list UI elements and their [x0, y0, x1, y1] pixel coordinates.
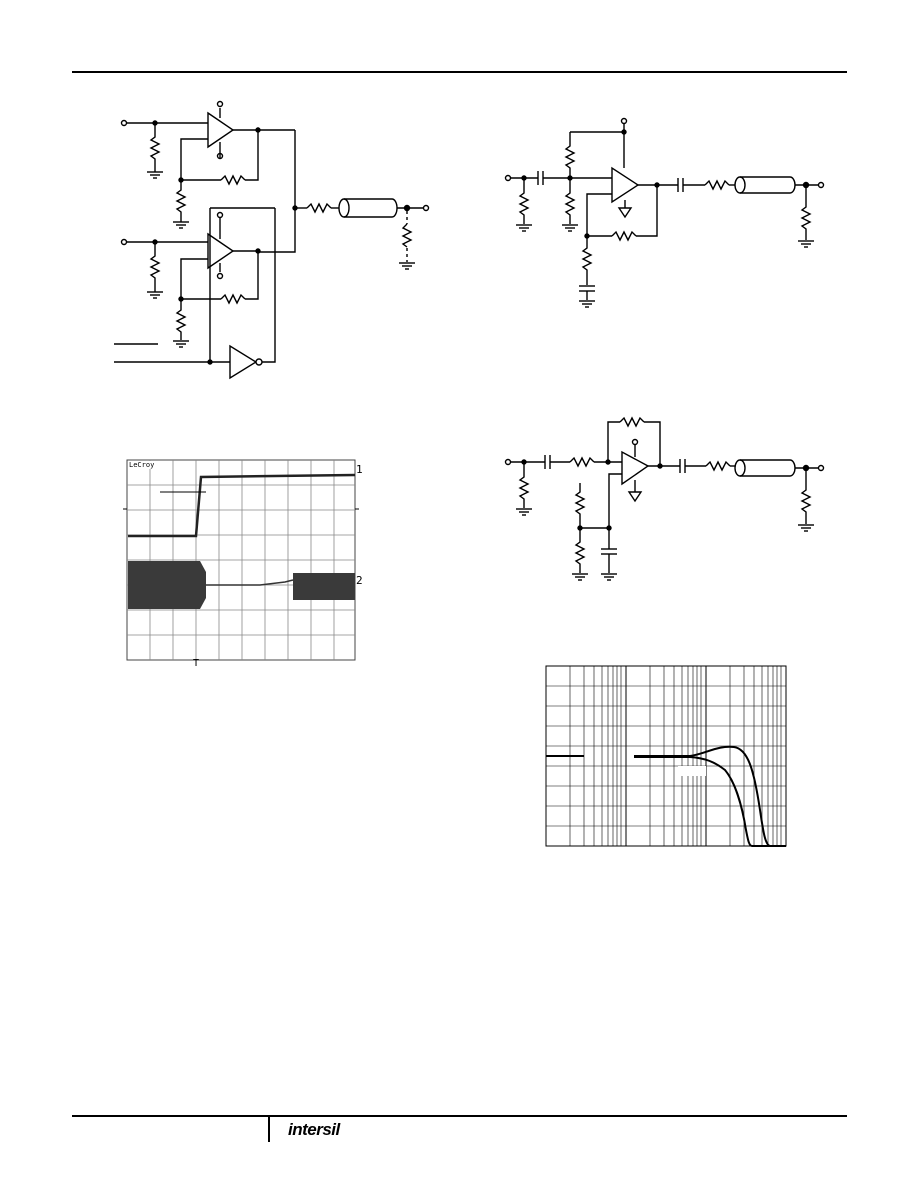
response-curve-peaking: [546, 745, 786, 847]
scope-brand-label: LeCroy: [129, 461, 155, 469]
scope-trace-2-burst-b: [293, 573, 355, 600]
footer-rule: [72, 1115, 847, 1117]
scope-channel-2-label: 2: [356, 574, 363, 587]
intersil-logo: intersil: [288, 1120, 340, 1139]
response-curve-flat: [634, 756, 786, 847]
footer-divider: [268, 1117, 270, 1142]
scope-trigger-marker: T: [193, 658, 200, 669]
scope-trace-2-burst-a: [128, 561, 200, 609]
scope-trace-1: [128, 473, 356, 538]
header-rule: [72, 71, 847, 73]
scope-channel-1-label: 1: [356, 463, 363, 476]
